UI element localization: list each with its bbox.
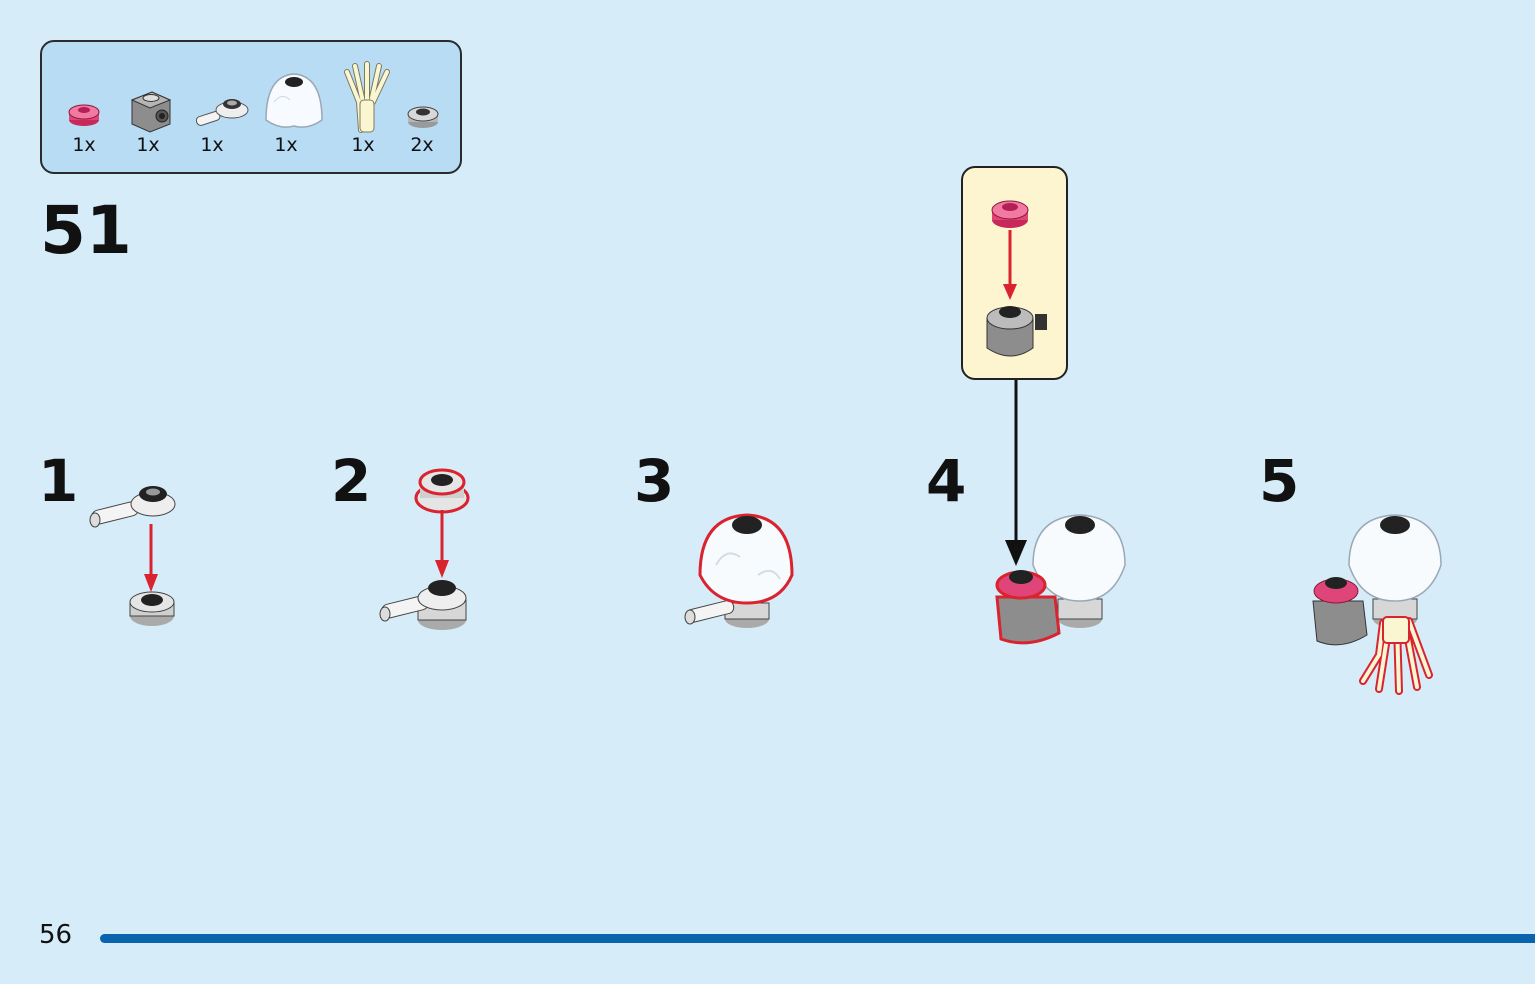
grey-round-plate-icon — [407, 106, 439, 128]
parts-qty: 1x — [200, 134, 224, 156]
parts-item: 1x — [182, 42, 249, 172]
page-progress-bar — [100, 934, 1535, 943]
sub-step-number: 3 — [634, 447, 675, 515]
step-1-illustration — [89, 486, 176, 626]
step-3-illustration — [684, 513, 794, 628]
step-5-illustration — [1312, 514, 1442, 695]
sub-assembly-arrow — [1005, 380, 1027, 566]
grey-bracket-brick-icon — [130, 91, 172, 133]
step-4-illustration — [995, 514, 1126, 645]
trans-clear-dome-icon — [265, 73, 323, 128]
main-step-number: 51 — [40, 192, 132, 269]
parts-qty: 1x — [72, 134, 96, 156]
sub-step-number: 1 — [38, 447, 79, 515]
parts-item: 1x — [333, 42, 393, 172]
parts-qty: 1x — [136, 134, 160, 156]
parts-qty: 1x — [274, 134, 298, 156]
parts-item: 2x — [392, 42, 452, 172]
parts-qty: 1x — [351, 134, 375, 156]
parts-item: 1x — [256, 42, 323, 172]
parts-item: 1x — [118, 42, 178, 172]
sub-assembly-callout — [961, 166, 1068, 380]
page-number: 56 — [39, 920, 73, 950]
parts-list-box: 1x 1x 1x 1x 1x — [40, 40, 462, 174]
sub-step-number: 5 — [1259, 447, 1300, 515]
cream-crown-plant-icon — [344, 61, 390, 133]
parts-qty: 2x — [410, 134, 434, 156]
white-bar-clip-icon — [195, 99, 249, 126]
parts-item: 1x — [54, 42, 114, 172]
sub-assembly-illustration — [986, 200, 1047, 357]
step-2-illustration — [379, 468, 470, 630]
sub-step-number: 4 — [926, 447, 967, 515]
pink-flower-plate-icon — [68, 104, 100, 126]
sub-step-number: 2 — [331, 447, 372, 515]
